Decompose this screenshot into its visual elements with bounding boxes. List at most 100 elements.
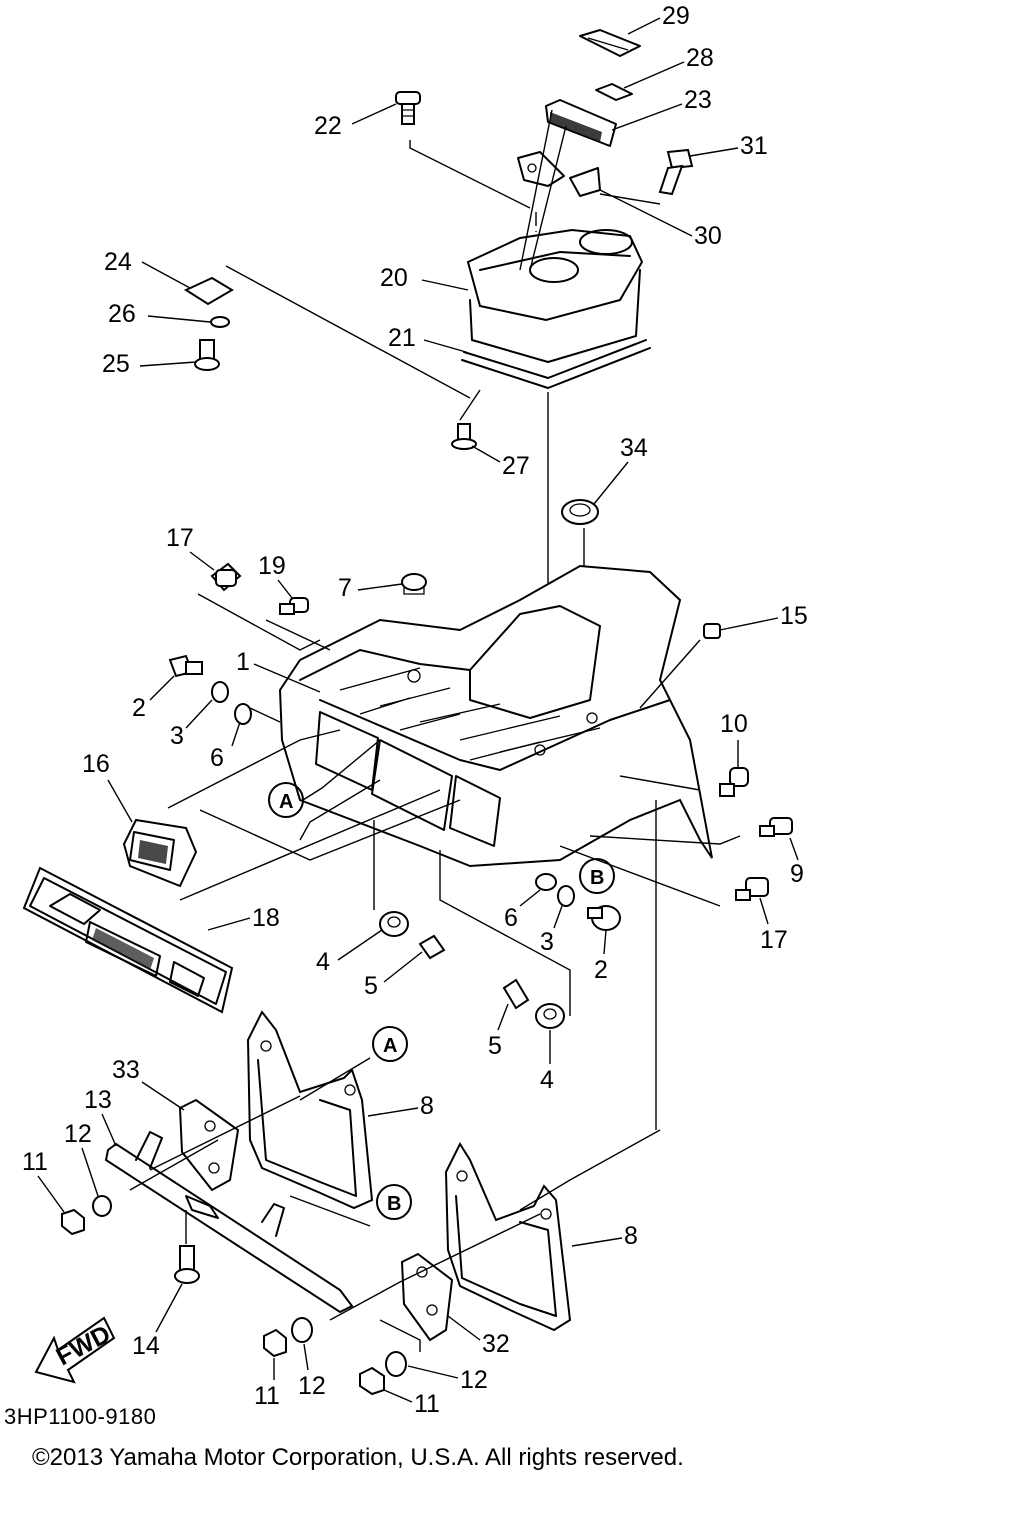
part-label: 25 xyxy=(102,350,130,378)
part-label: 33 xyxy=(112,1056,140,1084)
part-12-washer-middle xyxy=(291,1317,313,1343)
part-4-grommet-right xyxy=(535,1003,565,1029)
part-label: 9 xyxy=(790,860,804,888)
part-label: 21 xyxy=(388,324,416,352)
callout-a-upper: A xyxy=(268,739,381,818)
part-11-nut-middle xyxy=(263,1328,287,1358)
callout-letter: B xyxy=(590,867,604,889)
part-17-bolt-lower xyxy=(735,877,769,901)
part-13-stay xyxy=(104,1131,354,1314)
part-5-collar-right xyxy=(502,978,530,1010)
part-label: 11 xyxy=(22,1148,48,1176)
part-7-grommet xyxy=(401,573,427,595)
part-label: 34 xyxy=(620,434,648,462)
part-22-bolt xyxy=(395,91,421,125)
part-2-bolt-left xyxy=(168,654,203,678)
part-15-screw xyxy=(703,623,721,639)
callout-letter: B xyxy=(387,1193,401,1215)
part-12-washer-left xyxy=(92,1195,112,1217)
part-label: 12 xyxy=(460,1366,488,1394)
part-label: 18 xyxy=(252,904,280,932)
callout-b-lower: B xyxy=(376,1184,412,1220)
part-17-bolt-upper xyxy=(210,562,242,592)
part-label: 27 xyxy=(502,452,530,480)
part-31-bolt xyxy=(658,148,694,196)
part-label: 15 xyxy=(780,602,808,630)
part-label: 22 xyxy=(314,112,342,140)
fwd-label: FWD xyxy=(52,1320,115,1371)
fwd-arrow-icon: FWD xyxy=(34,1316,116,1384)
part-label: 11 xyxy=(254,1382,280,1410)
part-label: 8 xyxy=(420,1092,434,1120)
part-4-grommet-left xyxy=(379,911,409,937)
part-16-tail-light xyxy=(122,818,198,888)
part-label: 12 xyxy=(298,1372,326,1400)
callout-letter: A xyxy=(383,1035,397,1057)
part-label: 5 xyxy=(364,972,378,1000)
part-label: 11 xyxy=(414,1390,440,1418)
part-9-bolt xyxy=(759,817,793,837)
part-2-bolt-right xyxy=(587,905,621,931)
callout-b-upper: B xyxy=(579,858,615,894)
part-1-rear-fender xyxy=(278,564,713,868)
part-18-rear-panel xyxy=(22,866,234,1014)
part-label: 2 xyxy=(594,956,608,984)
callout-a-lower: A xyxy=(372,1026,408,1062)
part-label: 26 xyxy=(108,300,136,328)
part-label: 7 xyxy=(338,574,352,602)
part-20-meter-housing xyxy=(466,228,644,363)
part-label: 29 xyxy=(662,2,690,30)
drawing-code: 3HP1100-9180 xyxy=(4,1404,157,1429)
part-11-nut-left xyxy=(61,1208,85,1236)
part-21-cover-ring xyxy=(461,339,651,389)
part-label: 28 xyxy=(686,44,714,72)
part-30-bracket xyxy=(517,151,601,197)
part-3-washer-left xyxy=(211,681,229,703)
part-6-washer-left xyxy=(234,703,252,725)
part-24-bracket xyxy=(183,276,234,306)
part-label: 19 xyxy=(258,552,286,580)
part-label: 14 xyxy=(132,1332,160,1360)
part-label: 16 xyxy=(82,750,110,778)
part-23-cover xyxy=(545,99,617,147)
part-label: 1 xyxy=(236,648,250,676)
part-label: 17 xyxy=(760,926,788,954)
callout-letter: A xyxy=(279,791,293,813)
part-label: 32 xyxy=(482,1330,510,1358)
part-label: 31 xyxy=(740,132,768,160)
part-label: 5 xyxy=(488,1032,502,1060)
part-label: 3 xyxy=(540,928,554,956)
part-6-washer-right xyxy=(535,873,557,891)
part-10-bolt xyxy=(719,767,749,797)
part-label: 2 xyxy=(132,694,146,722)
part-25-bolt xyxy=(194,339,220,371)
part-27-screw xyxy=(451,423,477,450)
part-19-bolt xyxy=(279,597,309,615)
part-8-mud-flap-right xyxy=(444,1141,572,1332)
part-label: 10 xyxy=(720,710,748,738)
part-label: 30 xyxy=(694,222,722,250)
part-14-bolt xyxy=(174,1245,200,1284)
part-3-washer-right xyxy=(557,885,575,907)
part-label: 6 xyxy=(504,904,518,932)
part-label: 8 xyxy=(624,1222,638,1250)
part-label: 13 xyxy=(84,1086,112,1114)
part-8-mud-flap-left xyxy=(246,1010,374,1210)
part-label: 4 xyxy=(316,948,330,976)
part-label: 24 xyxy=(104,248,132,276)
part-12-washer-right xyxy=(385,1351,407,1377)
part-label: 17 xyxy=(166,524,194,552)
part-label: 12 xyxy=(64,1120,92,1148)
part-label: 23 xyxy=(684,86,712,114)
part-26-grommet xyxy=(210,316,230,328)
part-28-gasket xyxy=(595,83,633,101)
part-label: 3 xyxy=(170,722,184,750)
part-label: 20 xyxy=(380,264,408,292)
part-29-plate xyxy=(579,29,641,57)
part-11-nut-right xyxy=(359,1366,385,1396)
part-label: 4 xyxy=(540,1066,554,1094)
part-labels: 29 28 23 22 31 30 24 20 26 21 25 27 34 1… xyxy=(22,2,808,1418)
part-5-collar-left xyxy=(418,934,446,960)
copyright-notice: ©2013 Yamaha Motor Corporation, U.S.A. A… xyxy=(32,1444,684,1471)
part-label: 6 xyxy=(210,744,224,772)
